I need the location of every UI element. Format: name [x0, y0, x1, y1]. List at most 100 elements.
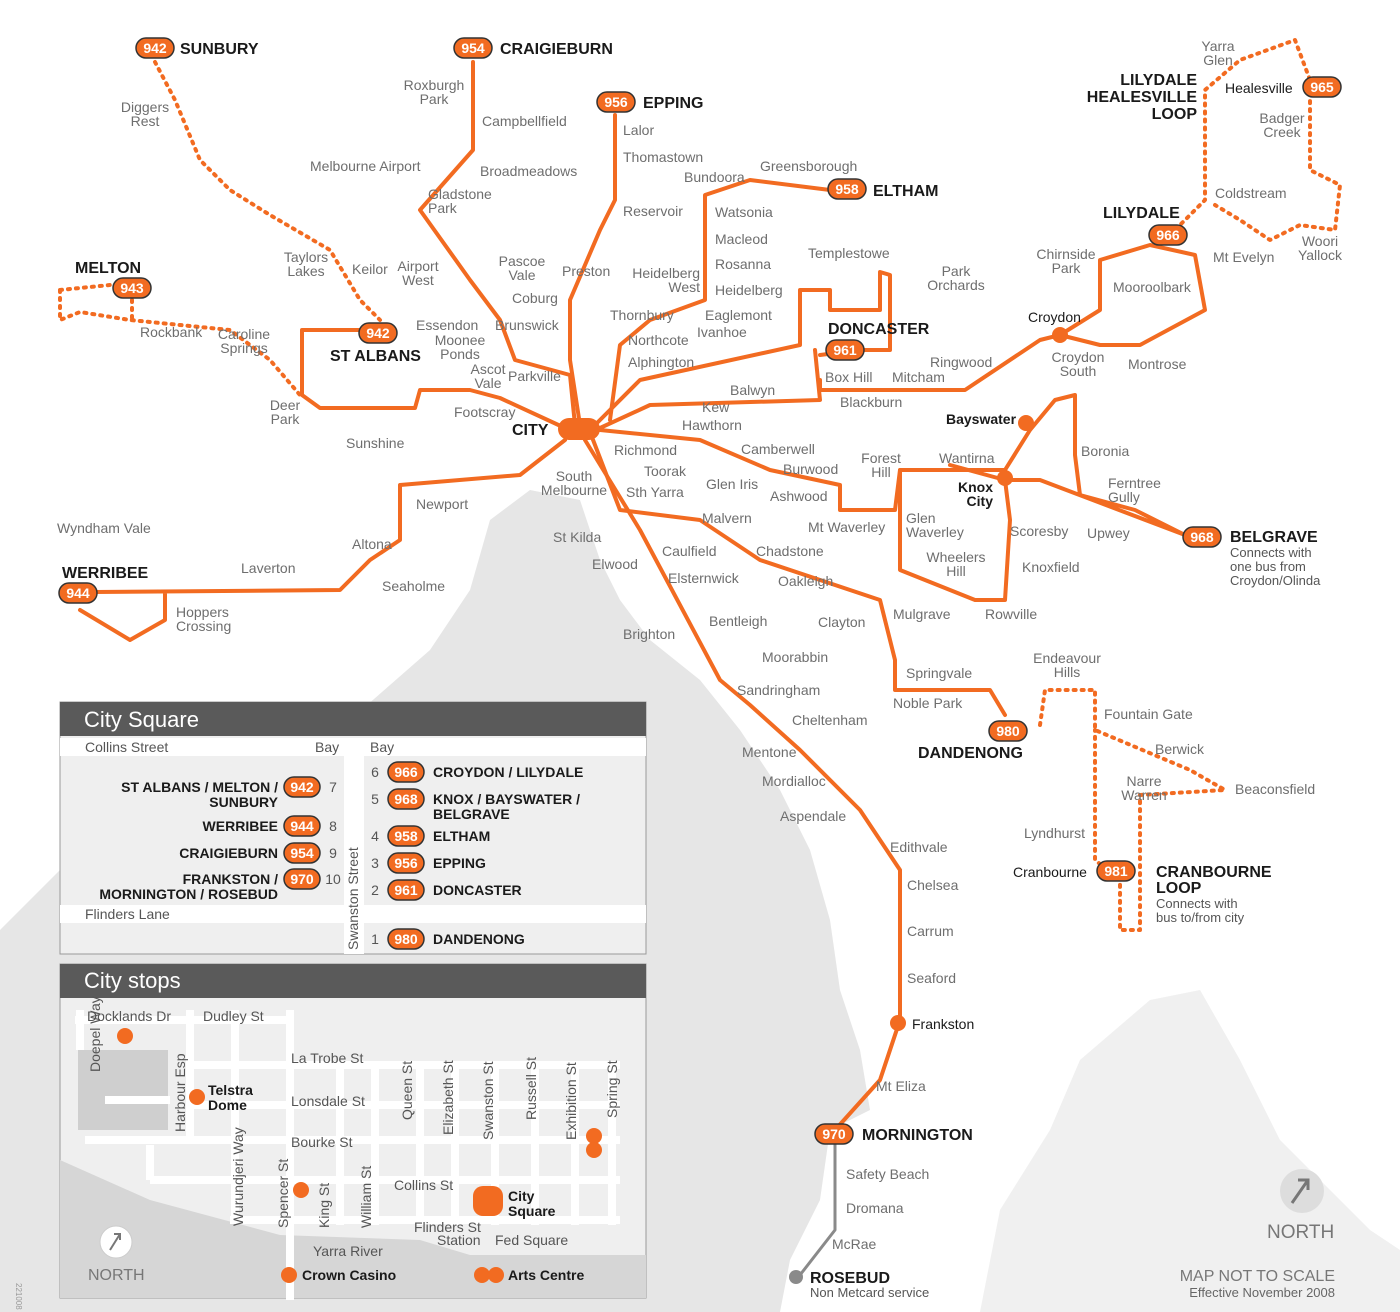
effective-date: Effective November 2008	[1189, 1285, 1335, 1300]
square-badge-961-number: 961	[394, 882, 418, 898]
route-title-werribee: WERRIBEE	[62, 565, 149, 582]
place-gladstone-2: Park	[428, 200, 458, 216]
square-badge-944: 944	[283, 815, 321, 837]
place-heidelbergwest-1: Heidelberg	[632, 265, 700, 281]
place-templestowe: Templestowe	[808, 245, 890, 261]
place-hoppers-2: Crossing	[176, 618, 231, 634]
city-square-panel: City Square Collins Street Flinders Lane…	[59, 701, 647, 955]
place-caroline-1: Caroline	[218, 326, 270, 342]
street-station: Station	[437, 1232, 481, 1248]
stop-label-city: City	[508, 1188, 535, 1204]
lilydale-loop-title-2: HEALESVILLE	[1087, 89, 1198, 106]
place-ringwood: Ringwood	[930, 354, 992, 370]
place-chelsea: Chelsea	[907, 877, 959, 893]
stop-crown-casino	[281, 1267, 297, 1283]
square-badge-958: 958	[387, 825, 425, 847]
square-badge-970-number: 970	[290, 871, 314, 887]
route-title-melton: MELTON	[75, 260, 141, 277]
place-clayton: Clayton	[818, 614, 865, 630]
hub-knox-1: Knox	[958, 479, 993, 495]
badge-route-980: 980	[988, 720, 1028, 742]
route-title-eltham: ELTHAM	[873, 183, 938, 200]
north-small-label: NORTH	[88, 1267, 145, 1284]
stop-label-telstra: Telstra	[208, 1082, 253, 1098]
place-reservoir: Reservoir	[623, 203, 683, 219]
stop-telstra-dome	[189, 1089, 205, 1105]
badge-route-965: 965	[1302, 76, 1342, 98]
square-badge-958-number: 958	[394, 828, 418, 844]
square-left-970-name-2: MORNINGTON / ROSEBUD	[99, 886, 278, 902]
square-bay-6: 6	[371, 764, 379, 780]
route-title-doncaster: DONCASTER	[828, 321, 930, 338]
place-rowville: Rowville	[985, 606, 1037, 622]
place-boxhill: Box Hill	[825, 369, 872, 385]
rosebud-note: Non Metcard service	[810, 1285, 929, 1300]
place-yarraglen-1: Yarra	[1201, 38, 1234, 54]
place-blackburn: Blackburn	[840, 394, 902, 410]
place-macleod: Macleod	[715, 231, 768, 247]
place-berwick: Berwick	[1155, 741, 1205, 757]
place-mentone: Mentone	[742, 744, 797, 760]
place-heidelberg: Heidelberg	[715, 282, 783, 298]
badge-route-966-number: 966	[1156, 227, 1180, 243]
place-safety: Safety Beach	[846, 1166, 929, 1182]
square-right-956-name-1: EPPING	[433, 855, 486, 871]
street-queen-st: Queen St	[399, 1061, 415, 1120]
place-thornbury: Thornbury	[610, 307, 674, 323]
map-not-to-scale: MAP NOT TO SCALE	[1180, 1268, 1335, 1285]
place-caulfield: Caulfield	[662, 543, 716, 559]
lilydale-loop-title-3: LOOP	[1152, 106, 1198, 123]
street-william-st: William St	[358, 1166, 374, 1228]
rosebud-title: ROSEBUD	[810, 1270, 890, 1287]
badge-route-942: 942	[135, 37, 175, 59]
route-title-st-albans: ST ALBANS	[330, 348, 421, 365]
place-caroline-2: Springs	[220, 340, 267, 356]
route-title-sunbury: SUNBURY	[180, 41, 259, 58]
place-springvale: Springvale	[906, 665, 972, 681]
place-mitcham: Mitcham	[892, 369, 945, 385]
place-newport: Newport	[416, 496, 468, 512]
place-mooroolbark: Mooroolbark	[1113, 279, 1192, 295]
square-badge-970: 970	[283, 868, 321, 890]
place-gleniris: Glen Iris	[706, 476, 758, 492]
route-title-belgrave: BELGRAVE	[1230, 529, 1318, 546]
yarra-river	[60, 1160, 646, 1298]
badge-route-944-number: 944	[66, 585, 90, 601]
route-title-healesville: Healesville	[1225, 80, 1293, 96]
badge-route-966: 966	[1148, 224, 1188, 246]
square-right-968-name-2: BELGRAVE	[433, 806, 510, 822]
badge-route-980-number: 980	[996, 723, 1020, 739]
square-badge-961: 961	[387, 879, 425, 901]
place-forest-2: Hill	[871, 464, 890, 480]
street-wurundjeri-way: Wurundjeri Way	[230, 1127, 246, 1226]
city-square-title: City Square	[84, 707, 199, 732]
place-moorabbin: Moorabbin	[762, 649, 828, 665]
badge-route-956-number: 956	[604, 94, 628, 110]
route-title-epping: EPPING	[643, 95, 703, 112]
cranbourne-loop-title-2: LOOP	[1156, 880, 1202, 897]
badge-route-965-number: 965	[1310, 79, 1334, 95]
place-ferntree-1: Ferntree	[1108, 475, 1161, 491]
badge-route-961: 961	[825, 339, 865, 361]
cranbourne-loop-title-1: CRANBOURNE	[1156, 864, 1272, 881]
place-stkilda: St Kilda	[553, 529, 601, 545]
route-title-cranbourne: Cranbourne	[1013, 864, 1087, 880]
square-bay-9: 9	[329, 845, 337, 861]
place-airportwest-1: Airport	[397, 258, 438, 274]
place-mtevelyn: Mt Evelyn	[1213, 249, 1274, 265]
place-mcrae: McRae	[832, 1236, 877, 1252]
place-keilor: Keilor	[352, 261, 388, 277]
street-fed-square: Fed Square	[495, 1232, 568, 1248]
street-la-trobe-st: La Trobe St	[291, 1050, 363, 1066]
place-badger-2: Creek	[1263, 124, 1301, 140]
place-roxburgh-1: Roxburgh	[404, 77, 465, 93]
badge-route-954-number: 954	[461, 40, 485, 56]
square-left-944-name-1: WERRIBEE	[203, 818, 278, 834]
place-heidelbergwest-2: West	[668, 279, 700, 295]
route-title-mornington: MORNINGTON	[862, 1127, 973, 1144]
square-left-942-name-1: ST ALBANS / MELTON /	[121, 779, 278, 795]
place-parkville: Parkville	[508, 368, 561, 384]
badge-route-944: 944	[58, 582, 98, 604]
route-965-healesville-dotted	[1168, 38, 1342, 242]
